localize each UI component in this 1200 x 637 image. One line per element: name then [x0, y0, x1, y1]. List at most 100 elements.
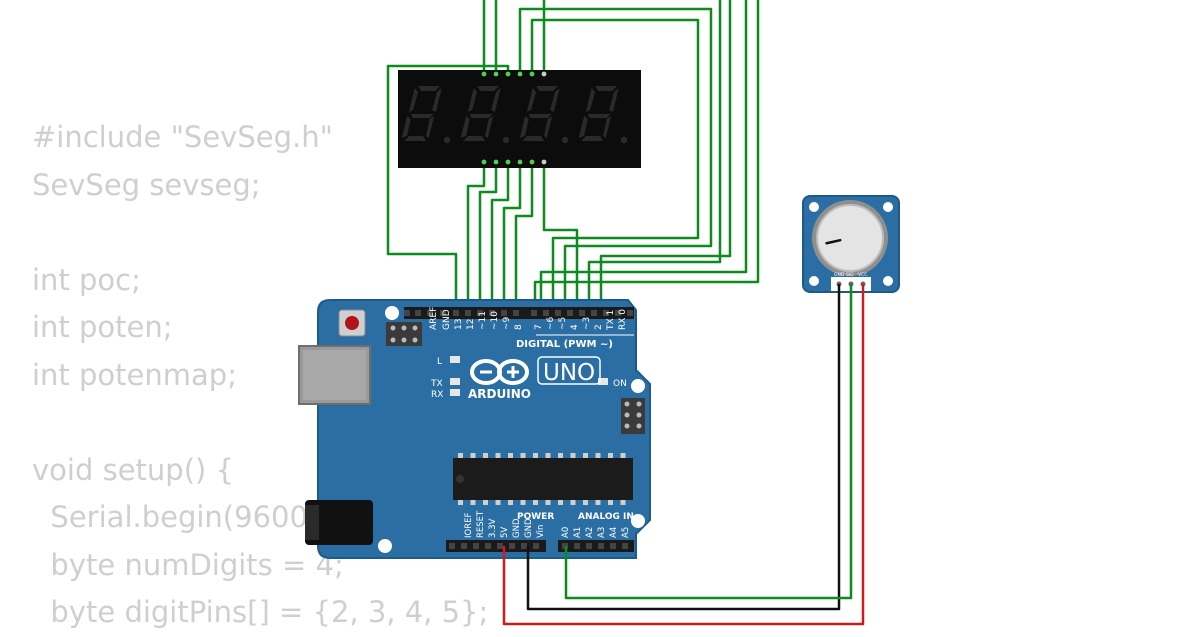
header-hole	[509, 543, 515, 549]
header-hole	[591, 310, 597, 316]
power-jack-front	[305, 505, 319, 540]
chip-pin	[520, 453, 526, 458]
icsp-pin	[401, 325, 407, 331]
display-segment	[469, 114, 493, 118]
power-label: POWER	[517, 512, 554, 522]
mount-hole	[883, 276, 893, 286]
header-hole	[489, 310, 495, 316]
display-segment	[401, 116, 411, 138]
led-l-label: L	[437, 357, 442, 367]
digital-label: DIGITAL (PWM ~)	[516, 339, 613, 350]
usb-connector-inner	[303, 350, 366, 400]
pin-label: A2	[585, 527, 595, 538]
chip-pin	[533, 453, 538, 458]
led-tx-label: TX	[430, 379, 443, 389]
chip-pin	[558, 453, 563, 458]
display-decimal-point	[443, 136, 451, 144]
mount-hole	[631, 514, 645, 528]
header-hole	[555, 310, 561, 316]
pin-label: A1	[573, 527, 583, 538]
icsp-pin	[624, 412, 630, 418]
power-jack	[305, 500, 373, 545]
header-hole	[543, 310, 549, 316]
header-hole	[485, 543, 491, 549]
chip-pin	[620, 500, 626, 505]
display-digit	[578, 86, 628, 144]
code-line: Serial.begin(9600	[32, 500, 308, 534]
pin-label: ~6	[546, 316, 556, 330]
reset-button-cap[interactable]	[345, 316, 359, 330]
chip-pin	[558, 500, 563, 505]
chip-pin	[595, 500, 601, 505]
pin-label: 4	[570, 324, 580, 330]
icsp-pin	[624, 423, 630, 429]
icsp-pin	[401, 337, 407, 343]
header-hole	[574, 543, 580, 549]
display-segment	[595, 86, 617, 91]
pin-label: Vin	[536, 525, 546, 538]
display-pin	[529, 159, 535, 165]
uno-badge	[537, 356, 601, 385]
chip-pin	[608, 500, 613, 505]
wire	[587, 0, 722, 310]
pin-label: A4	[609, 527, 619, 538]
display-digit	[519, 86, 569, 144]
uno-name: UNO	[543, 360, 595, 386]
chip-pin	[508, 500, 513, 505]
header-hole	[610, 543, 616, 549]
header-hole	[586, 543, 592, 549]
display-decimal-point	[502, 136, 510, 144]
code-line: int potenmap;	[32, 357, 237, 392]
mount-hole	[809, 202, 819, 212]
display-segment	[578, 116, 588, 138]
display-pin	[493, 159, 499, 165]
display-pin	[505, 159, 511, 165]
microcontroller-chip	[453, 458, 633, 500]
display-segment	[477, 86, 499, 91]
mount-hole	[631, 379, 645, 393]
display-segment	[550, 88, 560, 112]
seven-segment-display[interactable]	[398, 70, 641, 168]
code-line: #include "SevSeg.h"	[32, 120, 333, 154]
wire	[386, 64, 510, 310]
wire	[564, 284, 853, 600]
display-pin	[493, 71, 499, 77]
pin-label: 7	[534, 324, 544, 330]
display-segment	[526, 88, 537, 112]
icsp-pin	[412, 325, 418, 331]
wires-front	[502, 284, 865, 626]
wire	[533, 0, 760, 310]
pin-label: RESET	[476, 510, 486, 538]
icsp-pin	[390, 325, 396, 331]
chip-pin	[458, 500, 463, 505]
pot-knob[interactable]	[816, 204, 884, 272]
icsp-pin	[636, 423, 642, 429]
header-hole	[567, 310, 573, 316]
header-hole	[404, 310, 410, 316]
wire	[466, 162, 486, 310]
pot-pin-label: VCC	[858, 272, 867, 278]
chip-pin	[583, 453, 588, 458]
wire	[502, 284, 865, 626]
icsp-pin	[636, 401, 642, 407]
display-segment	[460, 116, 470, 138]
icsp-pin	[636, 412, 642, 418]
display-segment	[544, 116, 553, 138]
wire	[530, 18, 700, 310]
header-hole	[531, 310, 537, 316]
pin-label: A0	[561, 527, 571, 538]
arduino-brand: ARDUINO	[468, 387, 531, 401]
chip-notch	[456, 475, 464, 483]
display-digit	[460, 86, 510, 144]
chip-pin	[520, 500, 526, 505]
chip-pin	[545, 500, 551, 505]
led-on	[598, 378, 608, 385]
header-hole	[579, 310, 585, 316]
display-pin	[529, 71, 535, 77]
header-hole	[465, 310, 471, 316]
display-pin	[517, 71, 523, 77]
led-tx	[450, 378, 460, 385]
